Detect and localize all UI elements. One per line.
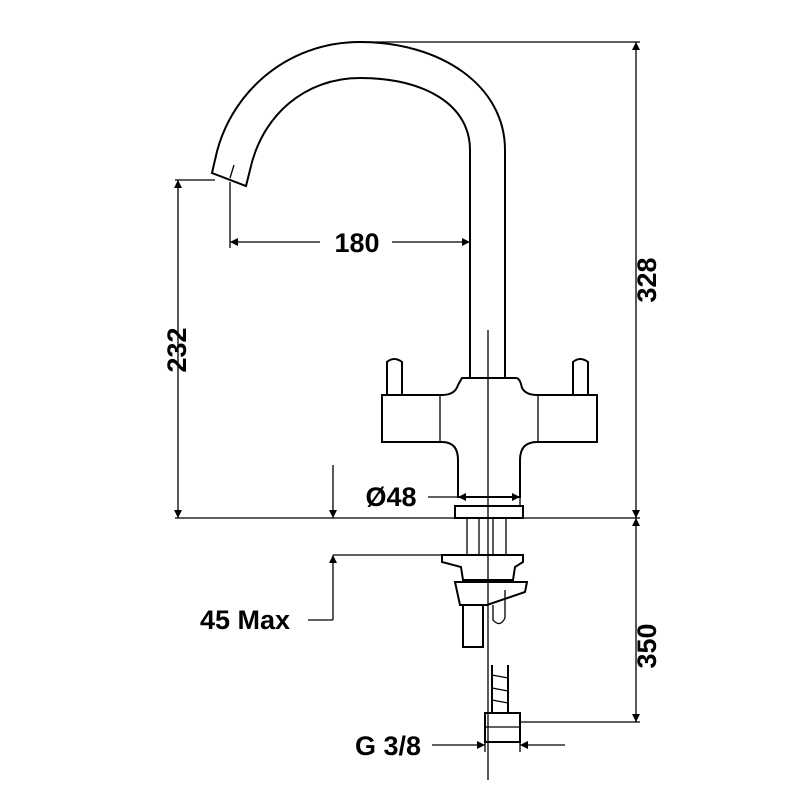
- thread-label: G 3/8: [355, 731, 421, 761]
- left-handle-lever: [386, 358, 403, 395]
- max-thickness-label: 45 Max: [200, 605, 290, 635]
- faucet-base-and-fixing: [441, 505, 529, 743]
- total-height-label: 328: [632, 257, 662, 302]
- dimension-shank-length: [520, 518, 640, 723]
- dimension-spout-reach: [229, 182, 470, 248]
- faucet-spout: [210, 40, 506, 378]
- faucet-body: [381, 377, 598, 498]
- right-handle-lever: [572, 358, 589, 395]
- shank-length-label: 350: [632, 623, 662, 668]
- dimension-base-diameter: [428, 490, 521, 506]
- dimension-total-height: [355, 41, 640, 518]
- spout-reach-label: 180: [334, 228, 379, 258]
- dimension-max-counter-thickness: [308, 465, 445, 621]
- dimension-spout-height: [174, 179, 215, 518]
- dimension-thread: [432, 741, 565, 752]
- base-diameter-label: Ø48: [365, 482, 416, 512]
- spout-height-label: 232: [162, 327, 192, 372]
